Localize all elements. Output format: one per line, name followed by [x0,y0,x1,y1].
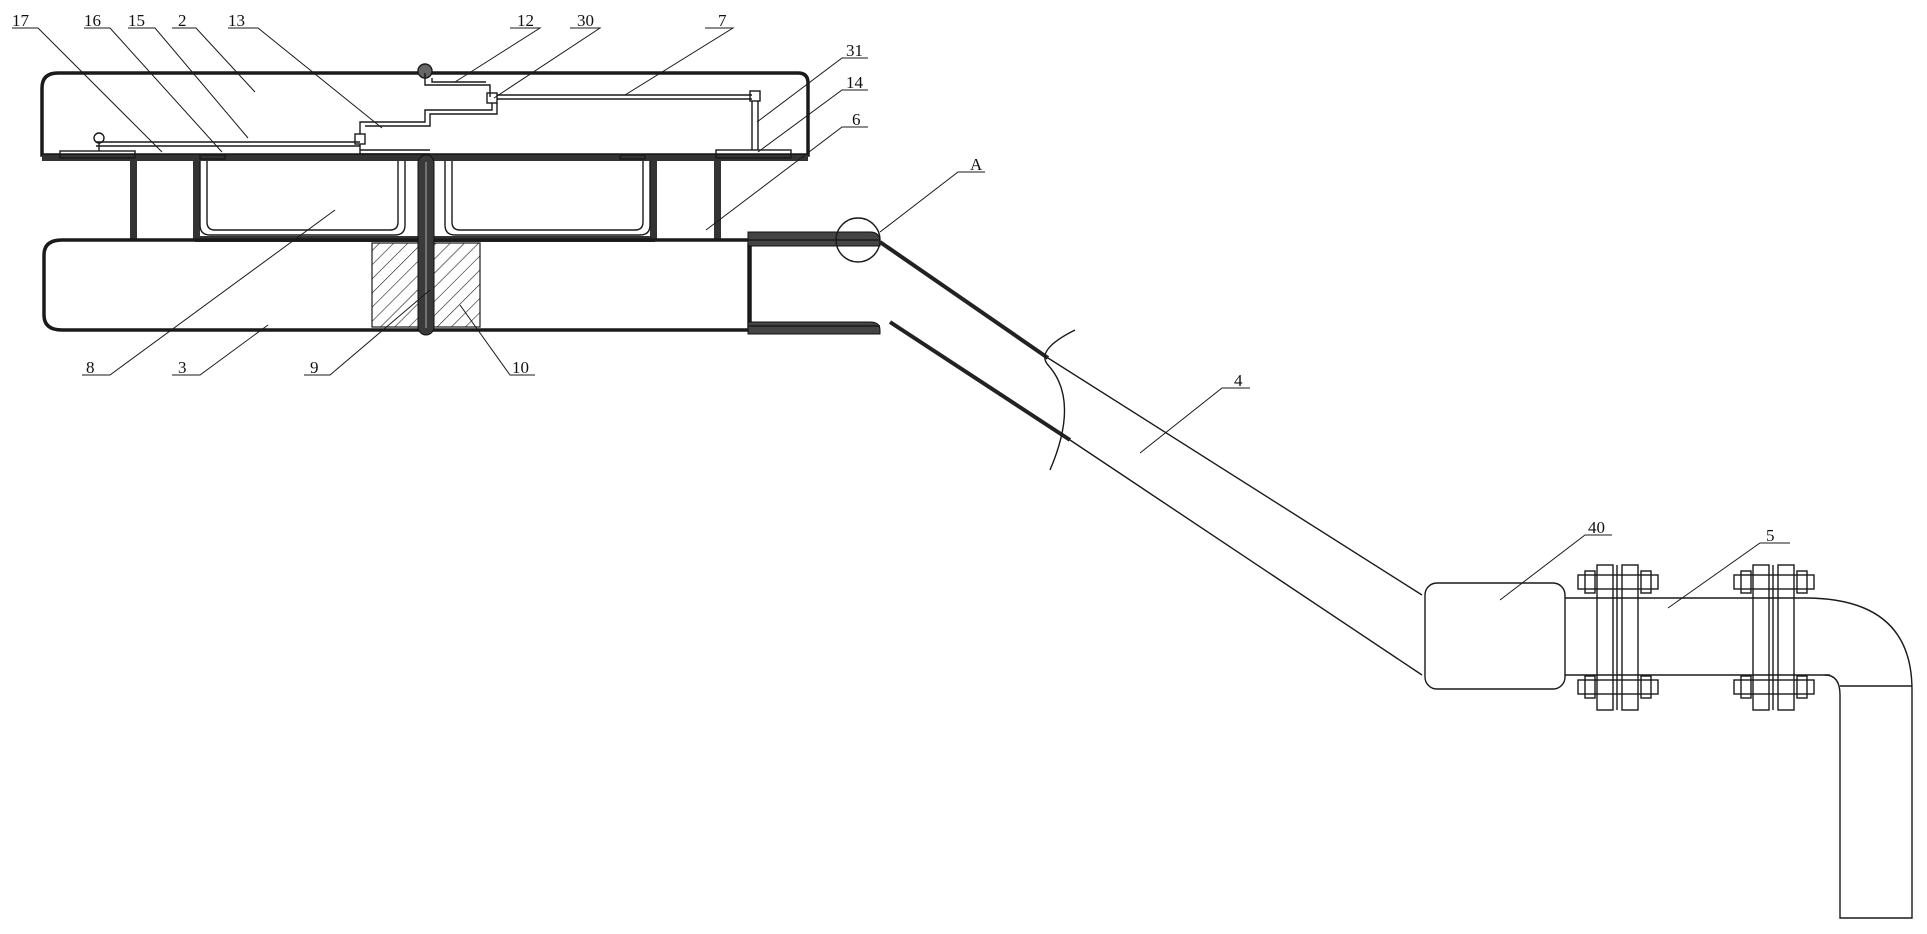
flange-1 [1577,564,1659,711]
leader-lines [12,27,1790,609]
label-30: 30 [577,11,594,30]
reducer [1424,582,1566,690]
label-2: 2 [178,11,187,30]
outlet-pipe [1565,597,1913,919]
lower-housing [42,238,752,332]
inner-plates [59,132,792,160]
columns [130,160,721,240]
label-12: 12 [517,11,534,30]
label-4: 4 [1234,371,1243,390]
label-16: 16 [84,11,101,30]
label-a: A [970,155,983,174]
label-5: 5 [1766,526,1775,545]
label-3: 3 [178,358,187,377]
label-10: 10 [512,358,529,377]
label-9: 9 [310,358,319,377]
label-14: 14 [846,73,864,92]
sleeve [747,217,881,335]
label-7: 7 [718,11,727,30]
label-40: 40 [1588,518,1605,537]
label-13: 13 [228,11,245,30]
label-31: 31 [846,41,863,60]
label-15: 15 [128,11,145,30]
linkage [359,63,761,155]
flange-2 [1733,564,1815,711]
label-8: 8 [86,358,95,377]
detail-circle-a [835,217,881,263]
label-6: 6 [852,110,861,129]
shaft-block [371,154,481,336]
inclined-pipe [878,240,1423,676]
label-17: 17 [12,11,30,30]
labels: 17 16 15 2 13 12 30 7 31 14 6 A 8 3 9 10… [12,11,1775,545]
